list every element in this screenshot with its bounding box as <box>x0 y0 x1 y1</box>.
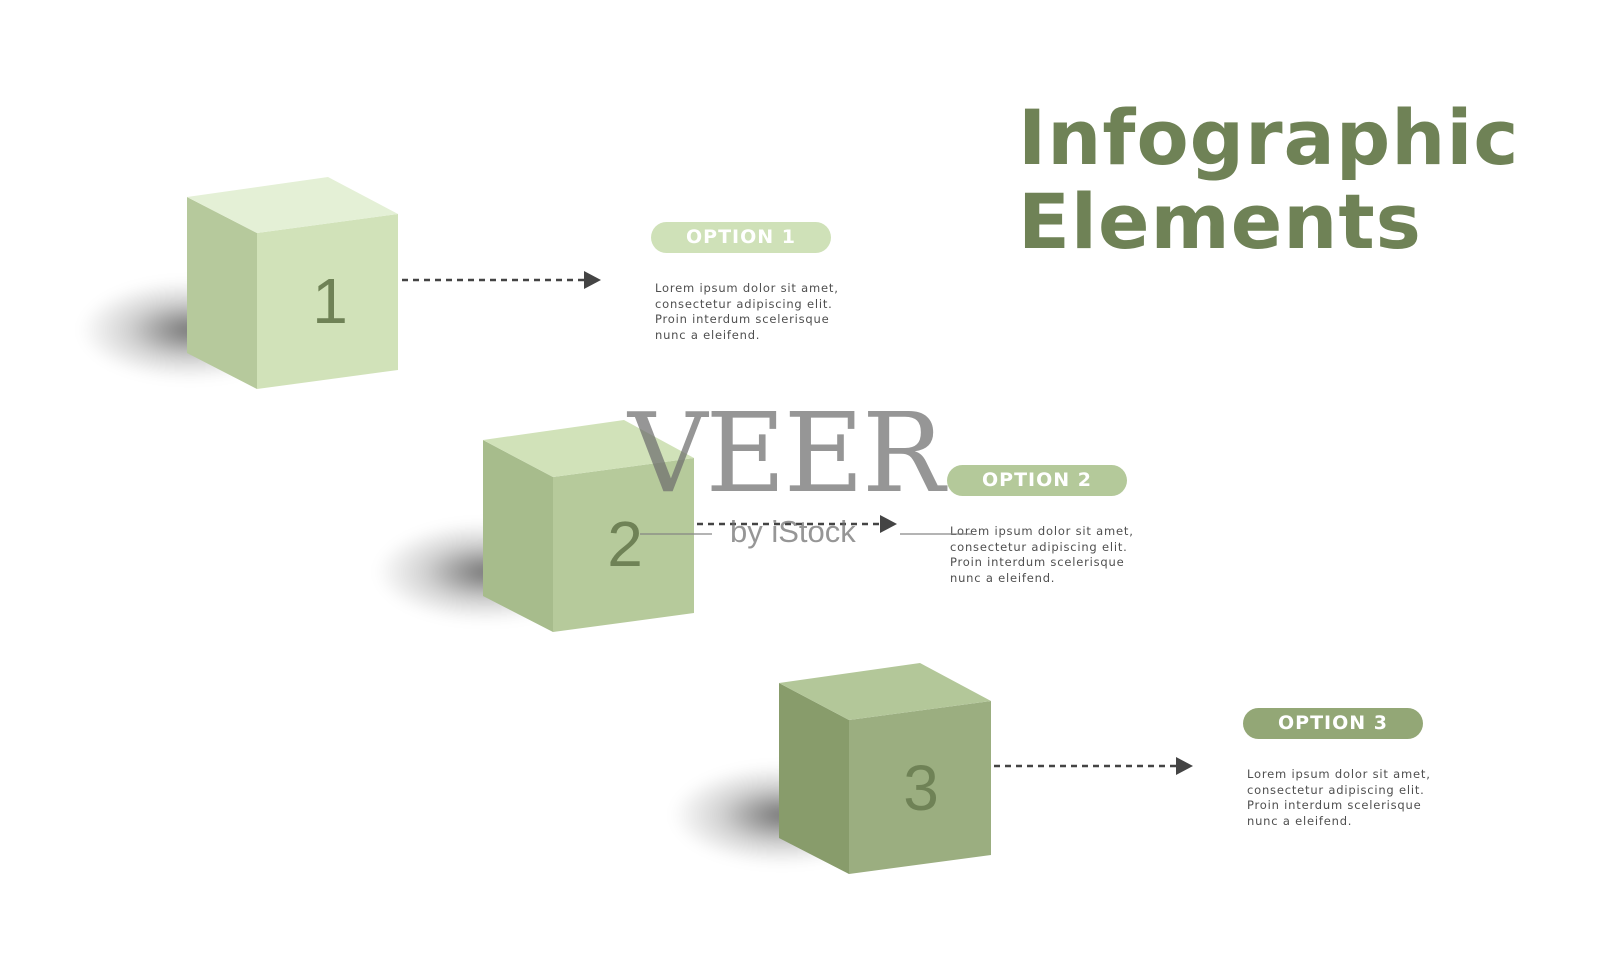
cube-1-left-face <box>187 197 257 389</box>
step-2-group: 2 <box>376 420 897 632</box>
option-3-badge: OPTION 3 <box>1243 708 1423 739</box>
arrow-2-head <box>880 515 897 533</box>
watermark-sub: by iStock <box>730 514 856 549</box>
option-1-description: Lorem ipsum dolor sit amet, consectetur … <box>655 281 839 342</box>
cube-2-number: 2 <box>607 508 643 580</box>
watermark-line-right <box>900 533 972 535</box>
cube-3-top-face <box>779 663 991 720</box>
option-2-description: Lorem ipsum dolor sit amet, consectetur … <box>950 524 1134 585</box>
title-line-1: Infographic <box>1018 93 1520 182</box>
arrow-1-head <box>584 271 601 289</box>
step-3-group: 3 <box>672 663 1193 874</box>
option-2-badge: OPTION 2 <box>947 465 1127 496</box>
infographic-title: Infographic Elements <box>1018 96 1519 264</box>
watermark-brand: VEER <box>628 389 945 517</box>
option-1-badge: OPTION 1 <box>651 222 831 253</box>
arrow-3-head <box>1176 757 1193 775</box>
cube-2-top-face <box>483 420 694 477</box>
cube-1-front-face <box>257 214 398 389</box>
cube-1-number: 1 <box>312 265 348 337</box>
cube-3-left-face <box>779 683 849 874</box>
cube-3-front-face <box>849 701 991 874</box>
step-1-group: 1 <box>80 177 601 389</box>
cube-2-front-face <box>553 458 694 632</box>
watermark-line-left <box>640 533 712 535</box>
title-line-2: Elements <box>1018 177 1422 266</box>
cube-2-left-face <box>483 440 553 632</box>
cube-3-number: 3 <box>903 752 939 824</box>
option-3-description: Lorem ipsum dolor sit amet, consectetur … <box>1247 767 1431 828</box>
cube-1-top-face <box>187 177 398 233</box>
